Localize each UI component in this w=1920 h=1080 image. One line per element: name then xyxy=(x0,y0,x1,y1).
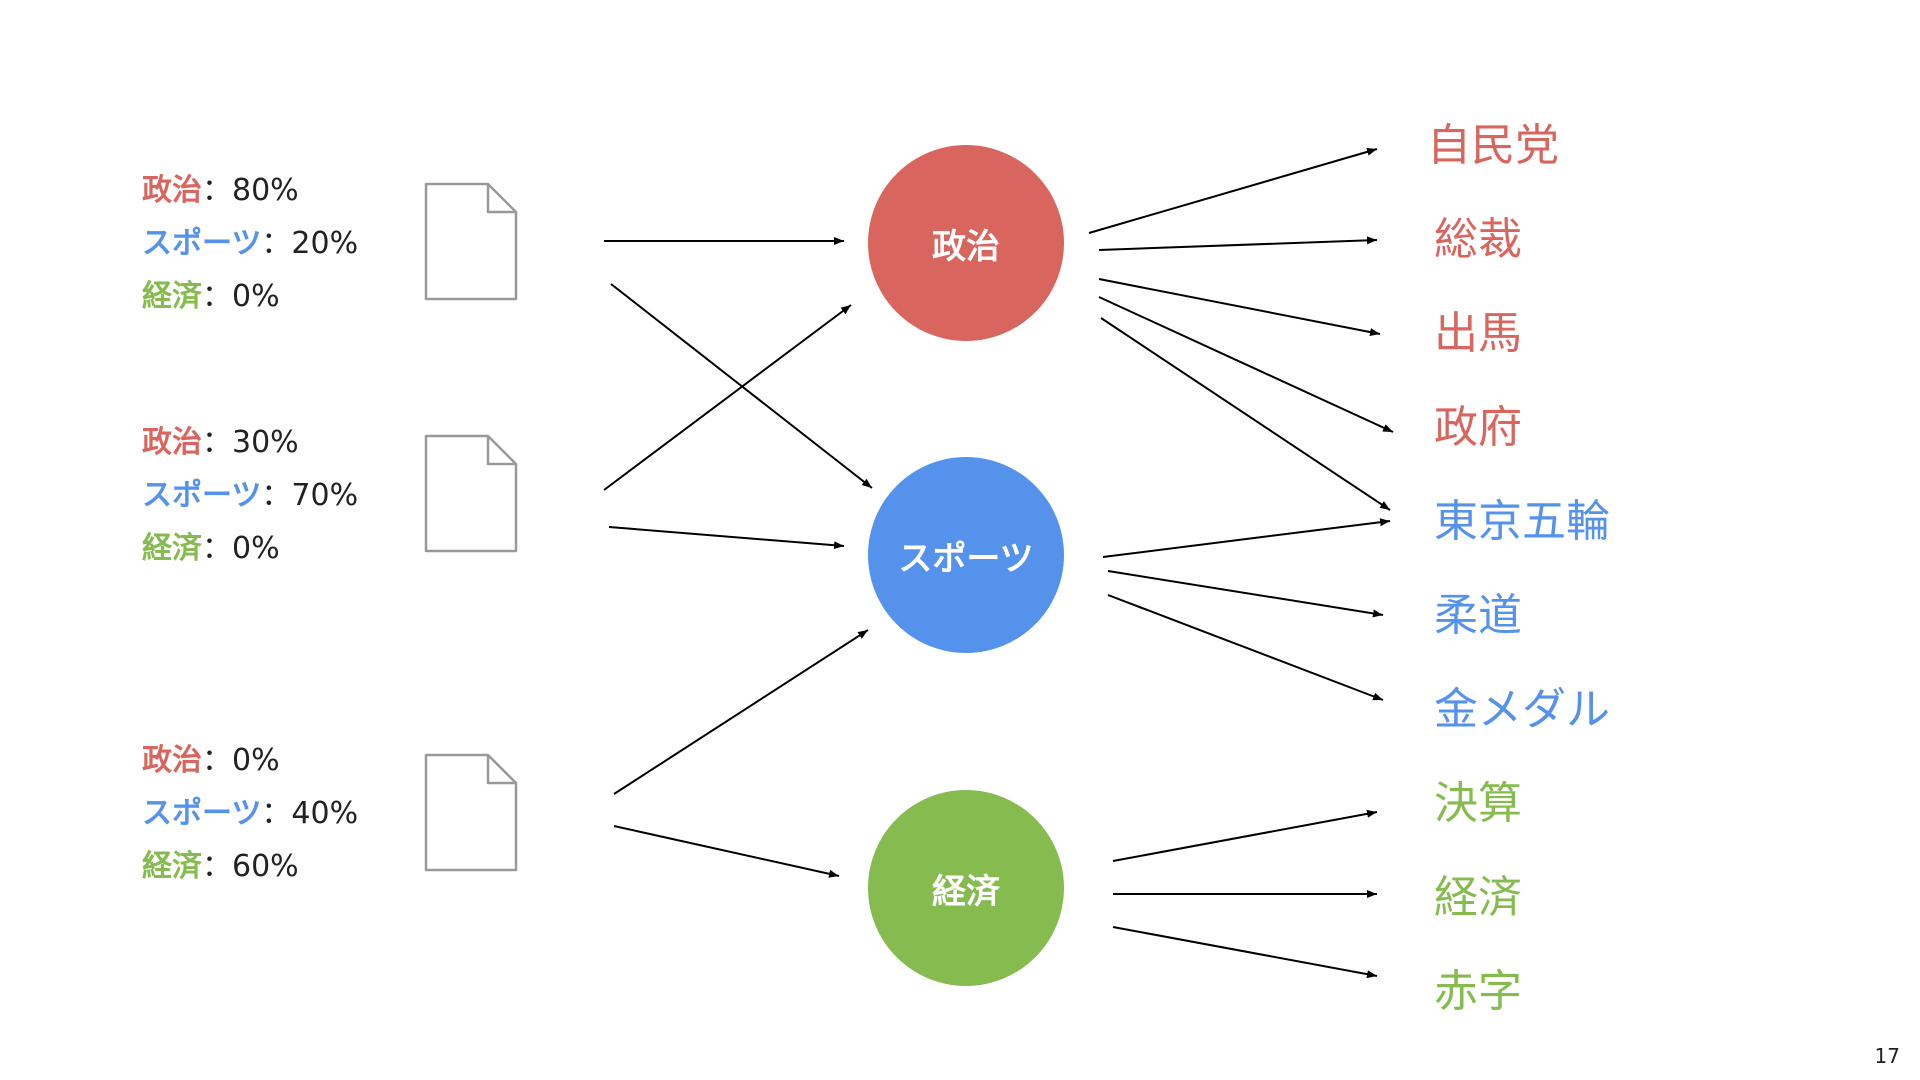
doc-1-economy-row: 経済：0% xyxy=(142,270,358,323)
doc-3-distribution: 政治：0% スポーツ：40% 経済：60% xyxy=(142,734,358,893)
document-icon-2 xyxy=(424,434,518,553)
doc-1-politics-row: 政治：80% xyxy=(142,164,358,217)
separator: ： xyxy=(261,478,292,513)
edge-doc-2-sports xyxy=(608,526,845,550)
separator: ： xyxy=(261,796,292,831)
separator: ： xyxy=(261,226,292,261)
economy-label: 経済 xyxy=(142,531,202,566)
doc-3-politics-row: 政治：0% xyxy=(142,734,358,787)
doc-3-sports-row: スポーツ：40% xyxy=(142,787,358,840)
edge-politics-word-5 xyxy=(1100,317,1391,511)
doc-2-distribution: 政治：30% スポーツ：70% 経済：0% xyxy=(142,416,358,575)
edge-politics-word-3 xyxy=(1098,278,1381,337)
politics-label: 政治 xyxy=(142,425,202,460)
topic-sports: スポーツ xyxy=(868,457,1064,653)
economy-share: 60% xyxy=(232,849,299,884)
doc-2-economy-row: 経済：0% xyxy=(142,522,358,575)
topic-politics: 政治 xyxy=(868,145,1064,341)
edge-doc-2-politics xyxy=(603,304,852,491)
edge-politics-word-2 xyxy=(1098,236,1378,251)
topic-economy: 経済 xyxy=(868,790,1064,986)
politics-label: 政治 xyxy=(142,743,202,778)
edge-sports-word-6 xyxy=(1102,518,1391,558)
topic-politics-label: 政治 xyxy=(932,226,1000,267)
doc-1-sports-row: スポーツ：20% xyxy=(142,217,358,270)
doc-3-economy-row: 経済：60% xyxy=(142,840,358,893)
sports-label: スポーツ xyxy=(142,796,262,831)
sports-share: 20% xyxy=(291,226,359,261)
document-icon-1 xyxy=(424,182,518,301)
word-akaji: 赤字 xyxy=(1434,966,1522,1017)
sports-share: 40% xyxy=(291,796,359,831)
topic-economy-label: 経済 xyxy=(932,871,1000,912)
edge-politics-word-4 xyxy=(1098,296,1394,433)
page-number: 17 xyxy=(1874,1044,1900,1068)
word-tokyo-gorin: 東京五輪 xyxy=(1434,496,1610,547)
separator: ： xyxy=(202,173,232,208)
politics-share: 0% xyxy=(232,743,280,778)
doc-1-distribution: 政治：80% スポーツ：20% 経済：0% xyxy=(142,164,358,323)
economy-share: 0% xyxy=(232,531,280,566)
separator: ： xyxy=(202,849,232,884)
sports-label: スポーツ xyxy=(142,226,262,261)
edge-doc-3-sports xyxy=(613,629,869,795)
politics-share: 30% xyxy=(232,425,299,460)
word-jiminto: 自民党 xyxy=(1427,120,1559,171)
word-sosai: 総裁 xyxy=(1434,214,1522,265)
word-seifu: 政府 xyxy=(1434,402,1522,453)
sports-share: 70% xyxy=(291,478,359,513)
word-kessan: 決算 xyxy=(1434,778,1522,829)
economy-label: 経済 xyxy=(142,849,202,884)
sports-label: スポーツ xyxy=(142,478,262,513)
separator: ： xyxy=(202,279,232,314)
separator: ： xyxy=(202,425,232,460)
topic-sports-label: スポーツ xyxy=(898,538,1034,579)
document-icon-3 xyxy=(424,753,518,872)
doc-2-sports-row: スポーツ：70% xyxy=(142,469,358,522)
edge-economy-word-9 xyxy=(1112,809,1378,862)
edge-sports-word-7 xyxy=(1107,570,1384,618)
word-judo: 柔道 xyxy=(1434,590,1522,641)
word-kin-medal: 金メダル xyxy=(1434,684,1610,735)
economy-label: 経済 xyxy=(142,279,202,314)
edge-doc-3-economy xyxy=(613,825,840,878)
edge-economy-word-11 xyxy=(1112,926,1378,979)
politics-share: 80% xyxy=(232,173,299,208)
separator: ： xyxy=(202,531,232,566)
word-keizai: 経済 xyxy=(1434,872,1522,923)
doc-2-politics-row: 政治：30% xyxy=(142,416,358,469)
economy-share: 0% xyxy=(232,279,280,314)
edge-politics-word-1 xyxy=(1088,147,1378,234)
politics-label: 政治 xyxy=(142,173,202,208)
edge-sports-word-8 xyxy=(1107,594,1384,701)
word-shutsuba: 出馬 xyxy=(1434,308,1522,359)
separator: ： xyxy=(202,743,232,778)
